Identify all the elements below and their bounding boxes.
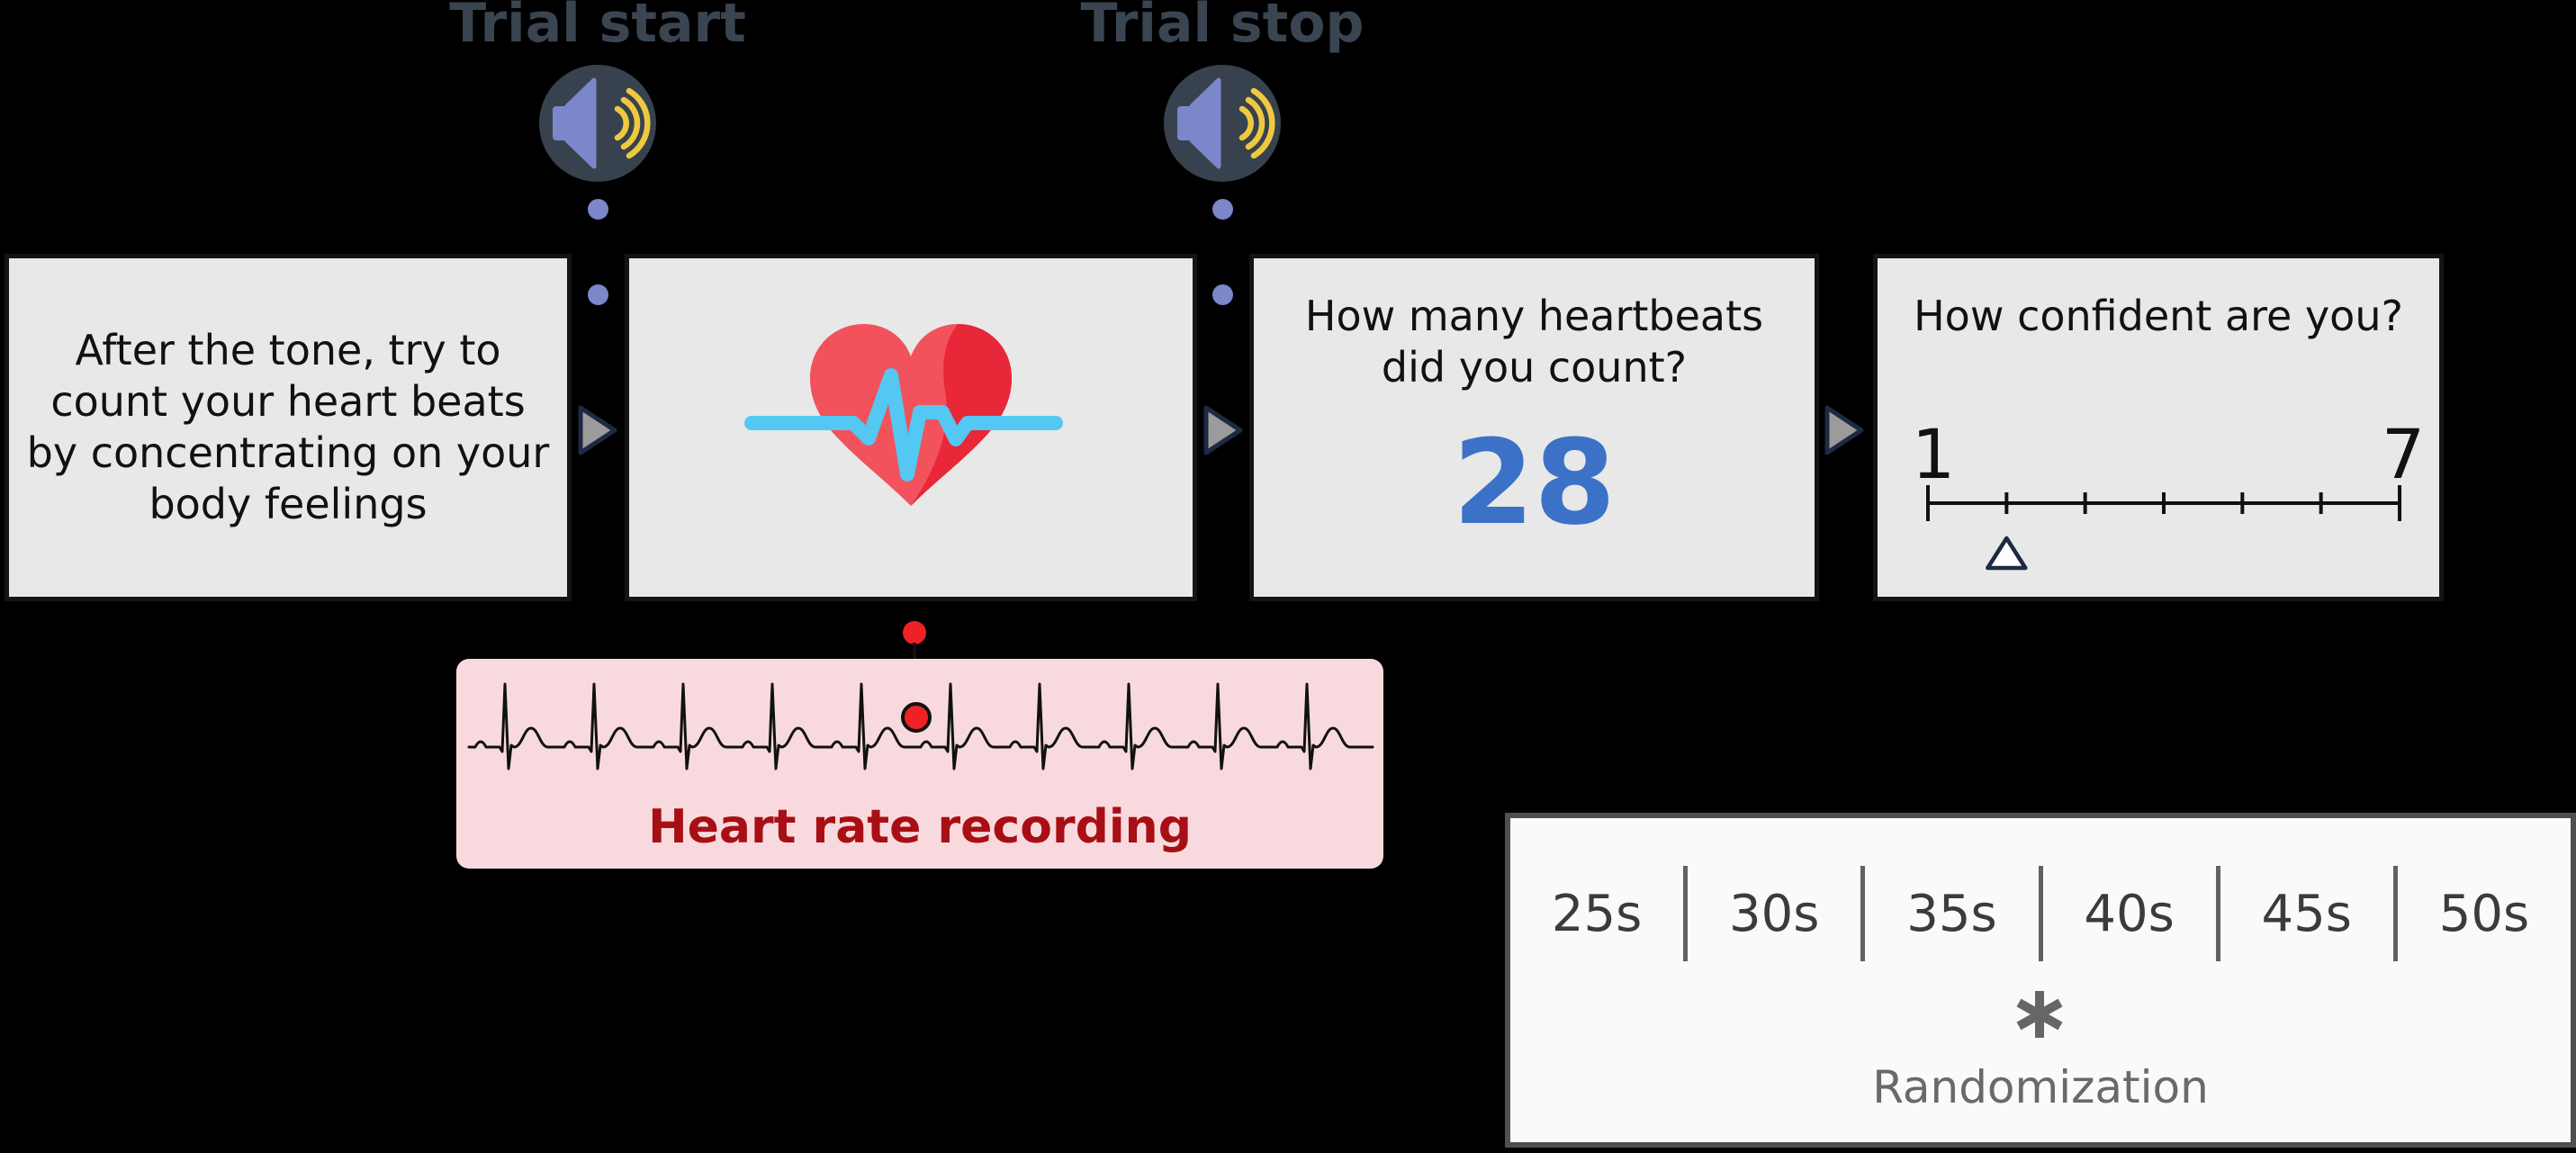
recording-label: Heart rate recording xyxy=(648,800,1192,854)
play-arrow-icon xyxy=(1824,405,1864,455)
heart-ecg-icon xyxy=(744,324,1063,506)
duration-option: 25s xyxy=(1551,884,1643,943)
sound-waves-icon xyxy=(614,87,651,159)
duration-separator xyxy=(2392,866,2398,961)
ecg-trace xyxy=(467,682,1374,770)
confidence-scale xyxy=(1926,485,2401,571)
duration-separator xyxy=(1860,866,1866,961)
connector-dot xyxy=(588,199,608,220)
triangle-marker-icon xyxy=(1986,536,2028,571)
duration-option: 50s xyxy=(2438,884,2530,943)
duration-option: 45s xyxy=(2261,884,2352,943)
trial-stop-label: Trial stop xyxy=(1080,0,1365,55)
play-arrow-icon xyxy=(578,405,617,455)
scale-ticks xyxy=(1926,485,2401,521)
reported-count-value: 28 xyxy=(1453,414,1616,551)
instruction-panel: After the tone, try to count your heart … xyxy=(5,254,572,601)
duration-separator xyxy=(1683,866,1689,961)
count-question-line: How many heartbeats xyxy=(1304,292,1764,340)
duration-row: 25s 30s 35s 40s 45s 50s xyxy=(1510,860,2571,968)
recording-marker-dot xyxy=(901,702,932,733)
duration-separator xyxy=(2038,866,2043,961)
duration-option: 40s xyxy=(2084,884,2175,943)
duration-separator xyxy=(2215,866,2220,961)
scale-min-label: 1 xyxy=(1911,414,1956,494)
recording-connector-dot xyxy=(903,621,926,644)
confidence-panel: How confident are you? 1 7 xyxy=(1873,254,2444,601)
randomization-panel: 25s 30s 35s 40s 45s 50s Randomization xyxy=(1505,813,2576,1148)
duration-option: 30s xyxy=(1729,884,1820,943)
duration-option: 35s xyxy=(1906,884,1997,943)
count-question-line: did you count? xyxy=(1381,343,1688,392)
instruction-line: count your heart beats xyxy=(50,377,526,426)
instruction-line: body feelings xyxy=(149,480,428,528)
instruction-line: After the tone, try to xyxy=(75,326,501,374)
speaker-icon xyxy=(539,65,656,182)
connector-dot xyxy=(588,284,608,305)
connector-dot xyxy=(1212,284,1233,305)
play-arrow-icon xyxy=(1203,405,1243,455)
count-question-panel: How many heartbeats did you count? 28 xyxy=(1249,254,1819,601)
randomization-label: Randomization xyxy=(1872,1061,2209,1113)
asterisk-icon xyxy=(2016,991,2063,1038)
heart-rate-recording-panel: Heart rate recording xyxy=(456,659,1383,869)
instruction-line: by concentrating on your xyxy=(26,428,550,477)
trial-start-label: Trial start xyxy=(449,0,746,55)
speaker-icon xyxy=(1164,65,1281,182)
sound-waves-icon xyxy=(1238,87,1275,159)
ecg-pulse-line xyxy=(744,368,1063,482)
connector-dot xyxy=(1212,199,1233,220)
confidence-question: How confident are you? xyxy=(1914,292,2403,340)
heartbeat-counting-panel xyxy=(625,254,1197,601)
scale-max-label: 7 xyxy=(2381,414,2426,494)
